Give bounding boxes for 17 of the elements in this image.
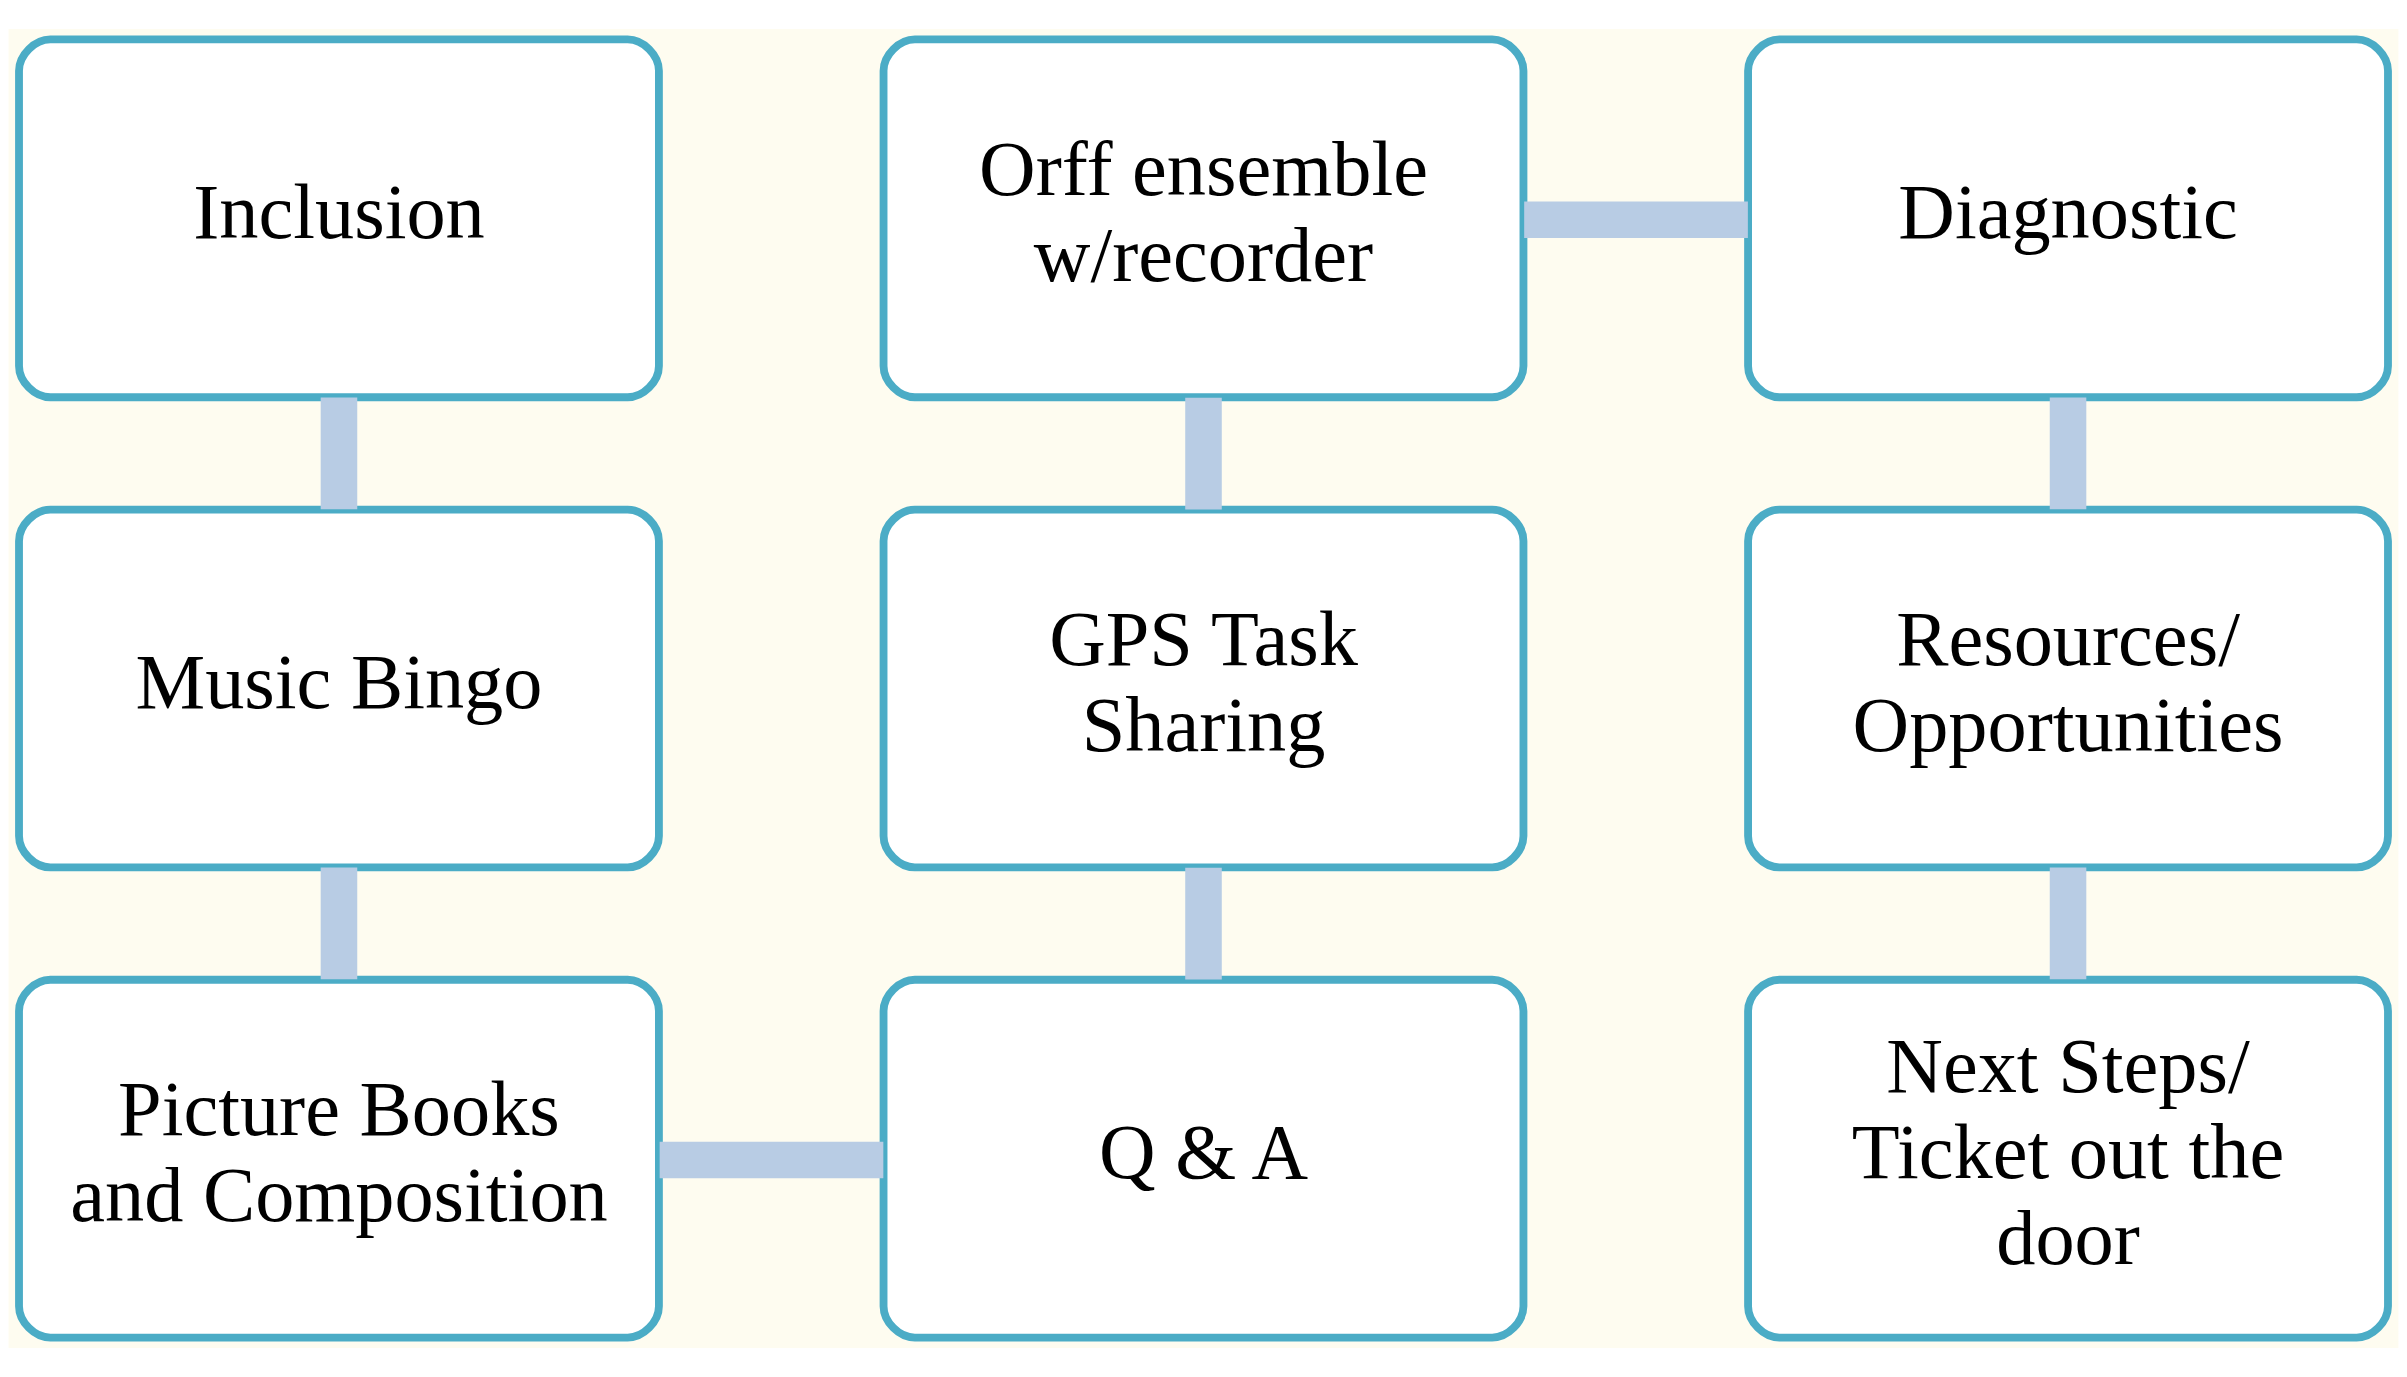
connector xyxy=(2049,397,2087,510)
node-box: GPS Task Sharing xyxy=(879,505,1528,872)
node-box: Inclusion xyxy=(15,35,663,402)
node-box: Picture Books and Composition xyxy=(15,975,663,1342)
connector xyxy=(320,397,358,510)
node-box: Resources/ Opportunities xyxy=(1744,505,2392,872)
connector xyxy=(1185,867,1222,980)
node-box: Orff ensemble w/recorder xyxy=(879,35,1528,402)
node-box: Q & A xyxy=(879,975,1528,1342)
connector xyxy=(2049,867,2087,980)
connector xyxy=(320,867,358,980)
connector xyxy=(1524,201,1748,238)
node-box: Next Steps/ Ticket out the door xyxy=(1744,975,2392,1342)
connector xyxy=(1185,397,1222,510)
connector xyxy=(659,1141,884,1179)
node-box: Diagnostic xyxy=(1744,35,2392,402)
node-box: Music Bingo xyxy=(15,505,663,872)
